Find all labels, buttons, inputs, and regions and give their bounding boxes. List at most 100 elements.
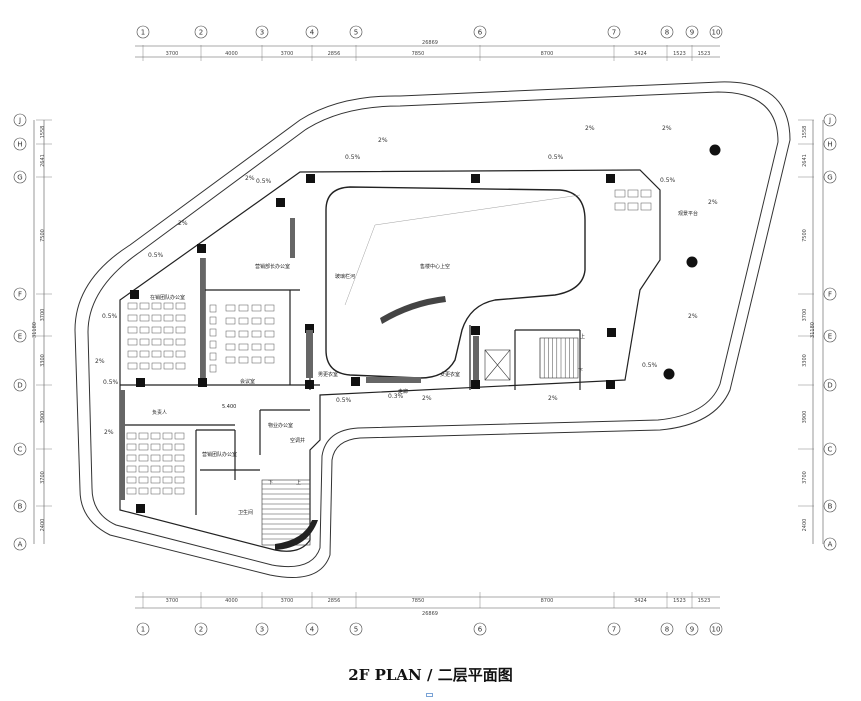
room-sales-manager: 营销部长办公室 [255,263,290,270]
desk [139,314,150,322]
grid-bubble-col-10: 10 [709,622,723,636]
grid-bubble-row-F: F [13,287,27,301]
desk [238,356,249,364]
grid-bubble-row-E: E [13,329,27,343]
grid-bubble-row-D: D [823,378,837,392]
desk [209,340,217,349]
slope-label: 0.5% [148,252,164,259]
desk [162,443,173,451]
room-sales-team-b: 营销团队办公室 [202,451,237,458]
slope-label: 2% [708,199,718,206]
row-dimension: 1558 [40,126,46,139]
row-dimension: 3900 [802,411,808,424]
grid-bubble-row-E: E [823,329,837,343]
slope-label: 0.3% [388,393,404,400]
desk [225,304,236,312]
desk [640,202,652,211]
row-dimension: 7500 [40,229,46,242]
column-dimension: 3700 [281,598,294,604]
svg-text:1: 1 [141,29,145,37]
desk [627,189,639,198]
desk [138,454,149,462]
column-dimension: 3700 [281,51,294,57]
svg-text:B: B [828,503,833,511]
desk [126,476,137,484]
grid-bubble-col-9: 9 [685,622,699,636]
grid-bubble-row-A: A [13,537,27,551]
svg-text:H: H [17,141,22,149]
svg-text:6: 6 [478,626,483,634]
void-railing-label: 玻璃栏河 [335,273,355,280]
desk [162,476,173,484]
desk [163,350,174,358]
column-dimension: 8700 [541,598,554,604]
desk [127,338,138,346]
grid-bubble-col-8: 8 [660,622,674,636]
room-void: 售楼中心上空 [420,263,450,270]
svg-text:J: J [828,117,831,125]
desk [264,330,275,338]
desk [209,304,217,313]
slope-label: 0.5% [660,177,676,184]
grid-bubble-row-C: C [823,442,837,456]
structural-columns [130,144,721,513]
column-dimension: 8700 [541,51,554,57]
column-dimension: 4000 [225,598,238,604]
grid-bubble-row-B: B [823,499,837,513]
slope-label: 2% [548,395,558,402]
atrium-void [325,186,586,379]
desk [174,454,185,462]
desk [174,465,185,473]
column-dimension: 3424 [634,598,647,604]
desk [150,443,161,451]
desk [126,443,137,451]
grid-bubble-col-4: 4 [305,622,319,636]
room-manager: 负责人 [152,409,167,416]
room-terrace: 观景平台 [678,210,698,217]
desk [151,338,162,346]
grid-bubble-row-D: D [13,378,27,392]
desk [238,304,249,312]
svg-text:F: F [828,291,832,299]
grid-bubble-col-5: 5 [349,622,363,636]
desk [163,302,174,310]
stair-up-label: 上 [296,479,301,486]
svg-text:C: C [18,446,23,454]
grid-bubble-col-6: 6 [473,622,487,636]
desk [163,338,174,346]
grid-bubble-col-1: 1 [136,622,150,636]
desk [209,364,217,373]
svg-text:7: 7 [612,626,616,634]
room-toilet: 卫生间 [238,509,253,516]
grid-bubble-row-G: G [823,170,837,184]
desk [126,465,137,473]
desk [139,302,150,310]
slope-label: 0.5% [548,154,564,161]
slope-label: 2% [662,125,672,132]
desk [251,330,262,338]
row-dimension: 2400 [40,519,46,532]
desk [175,338,186,346]
row-dimension: 2641 [40,154,46,167]
svg-text:6: 6 [478,29,483,37]
desk [163,362,174,370]
room-female-locker: 女更衣室 [440,371,460,378]
grid-bubble-row-B: B [13,499,27,513]
desk [175,302,186,310]
desk [138,487,149,495]
desk [251,317,262,325]
desk [138,443,149,451]
slope-label: 0.5% [103,379,119,386]
column-dimension: 7850 [412,598,425,604]
desk [174,432,185,440]
svg-text:2: 2 [199,626,203,634]
drawing-title: 2F PLAN / 二层平面图 [348,666,513,684]
top-grid [135,45,720,58]
svg-text:E: E [18,333,22,341]
grid-bubble-col-4: 4 [305,25,319,39]
corridor-label: 走廊 [398,388,408,395]
desk [209,352,217,361]
column-dimension: 1523 [698,51,711,57]
